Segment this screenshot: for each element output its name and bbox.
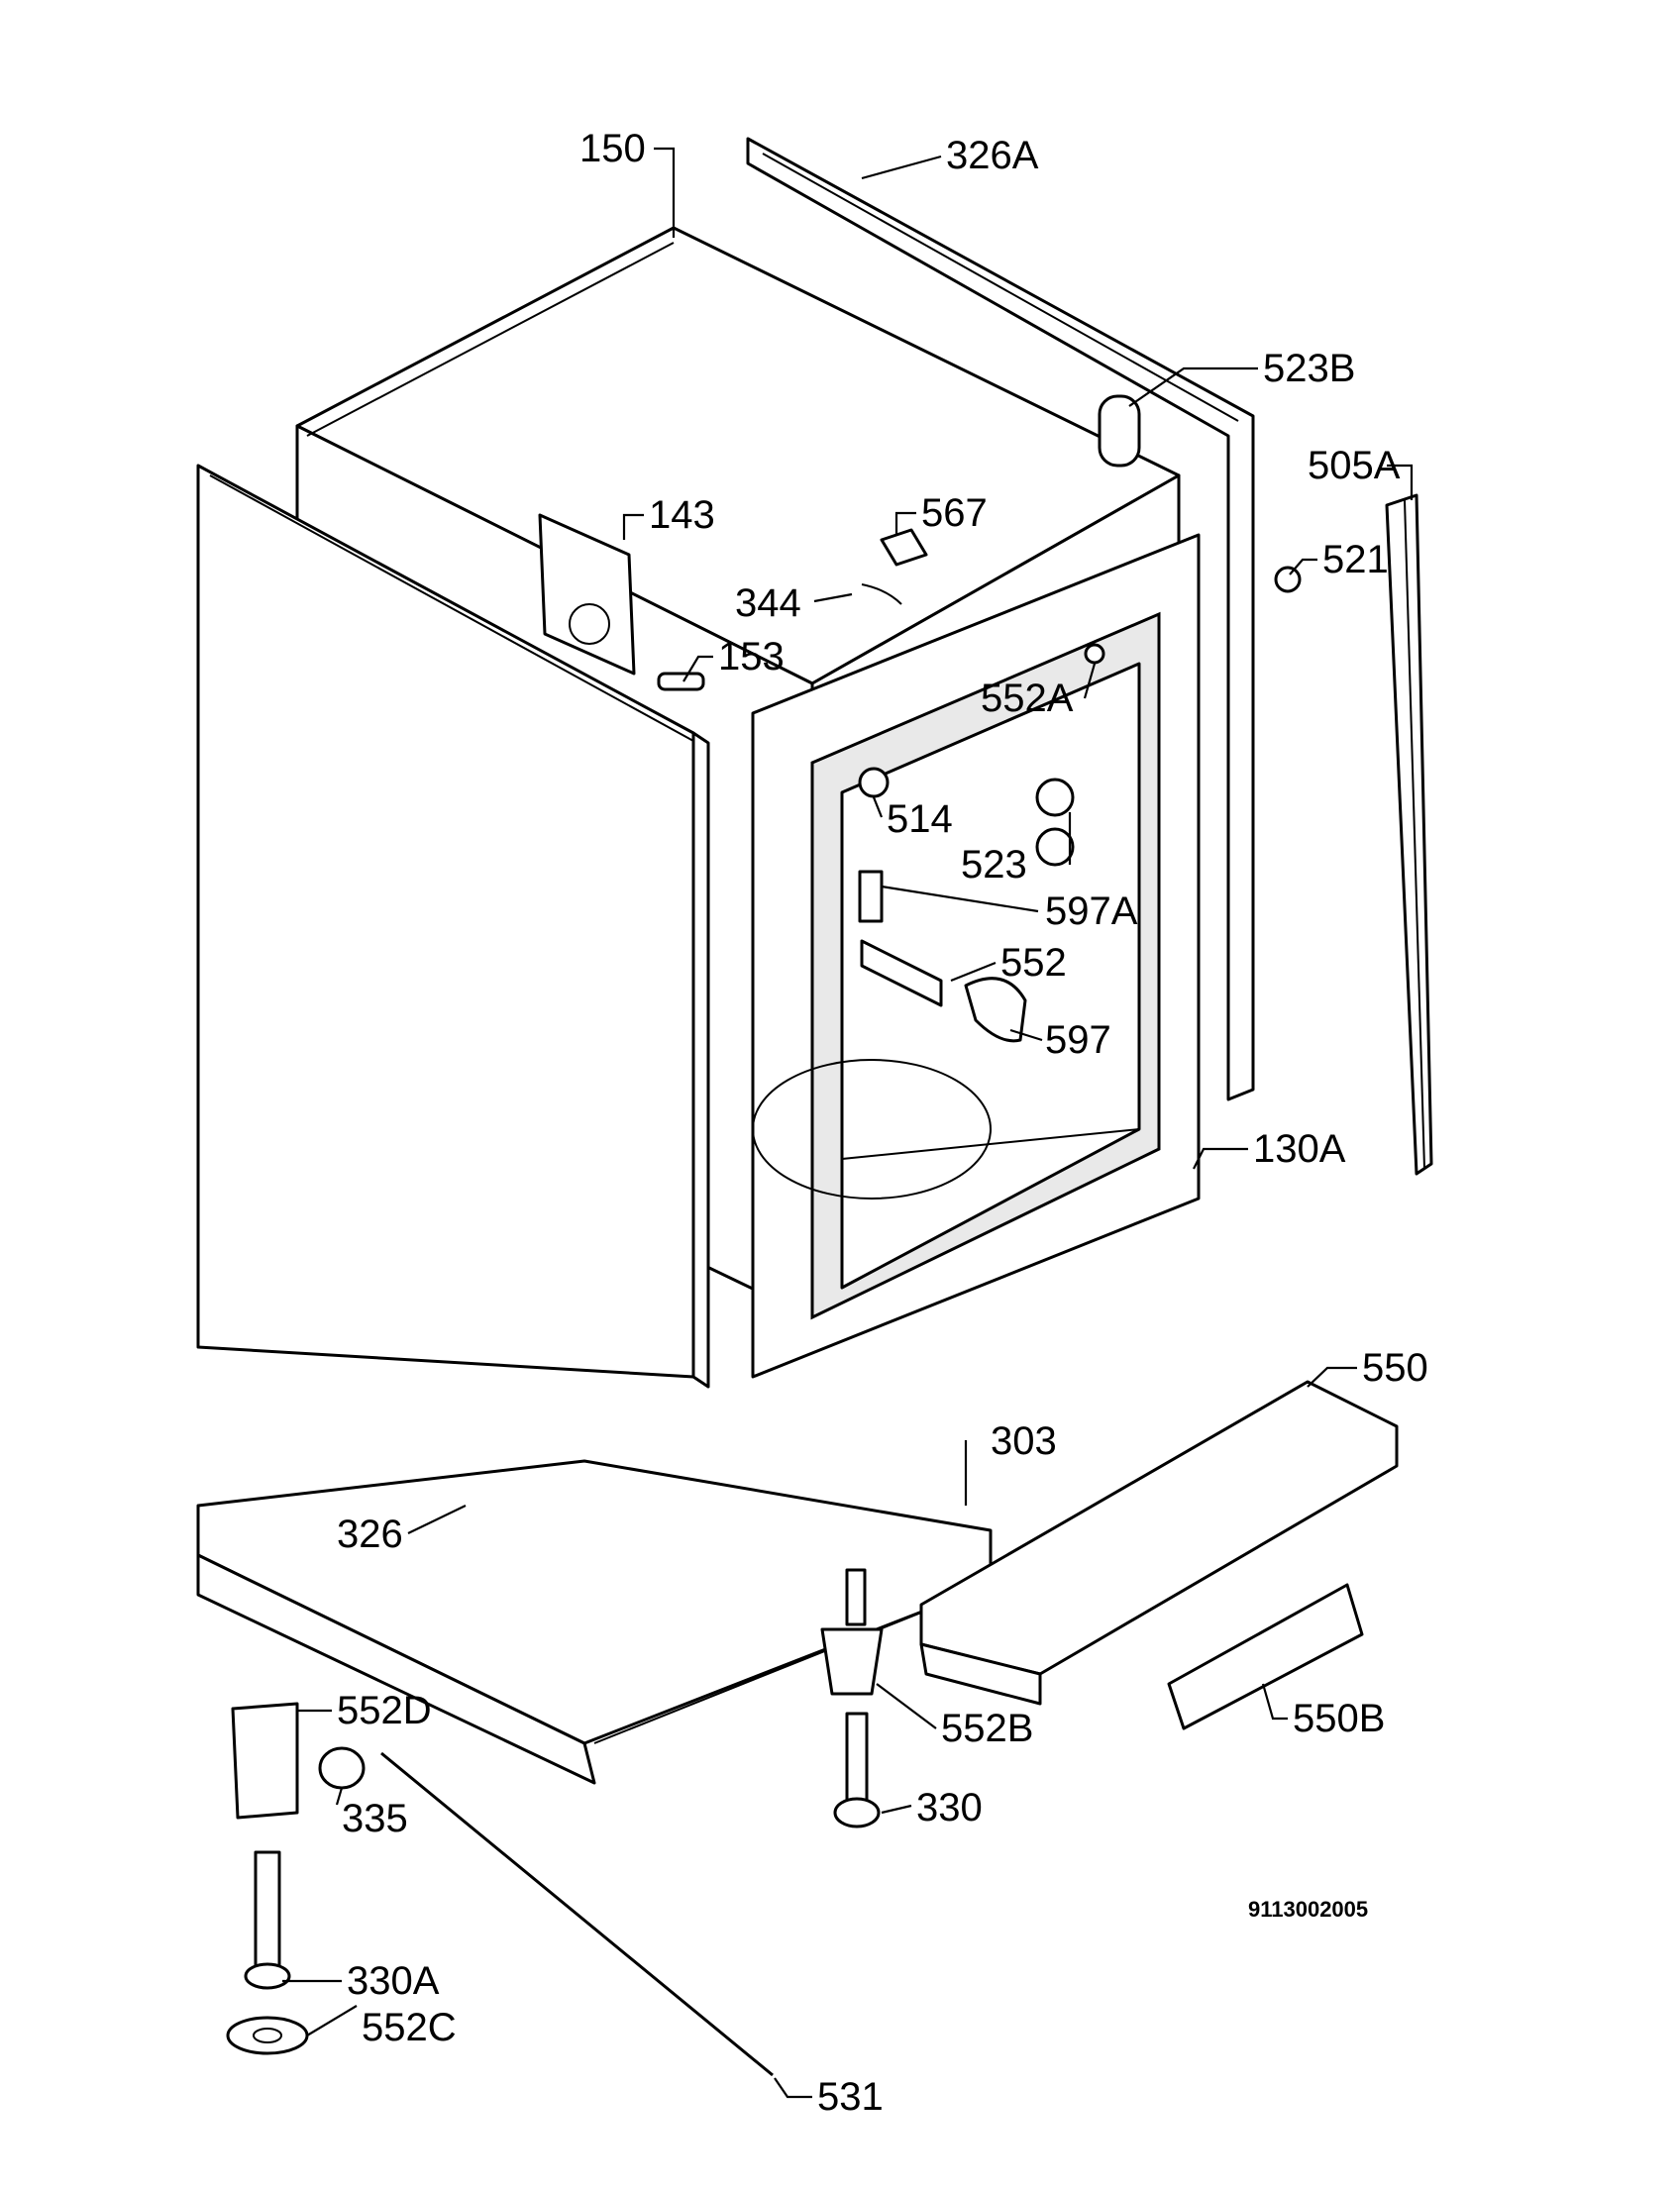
spring-344	[861, 583, 902, 605]
label-597: 597	[1045, 1018, 1111, 1062]
label-335: 335	[342, 1797, 408, 1840]
rod-531	[380, 1751, 774, 2077]
label-330a: 330A	[347, 1959, 440, 2003]
foot-552d	[231, 1702, 299, 1820]
bracket-597a	[858, 870, 884, 923]
label-567: 567	[921, 491, 988, 535]
label-597a: 597A	[1045, 889, 1138, 933]
plinth-550	[919, 1380, 1399, 1706]
clip-597	[964, 977, 1027, 1043]
label-326: 326	[337, 1513, 403, 1556]
label-552d: 552D	[337, 1689, 432, 1732]
label-143: 143	[649, 493, 715, 537]
clip-567	[880, 528, 928, 567]
side-panel-326	[196, 464, 710, 1389]
label-552b: 552B	[941, 1707, 1033, 1750]
drawing-code: 9113002005	[1248, 1897, 1368, 1922]
screw-330a	[244, 1850, 291, 1990]
label-330: 330	[916, 1786, 983, 1829]
label-150: 150	[579, 127, 646, 170]
rear-panel-326a	[746, 137, 1255, 1101]
label-514: 514	[887, 797, 953, 841]
screw-552a	[1084, 643, 1105, 665]
hinge-bracket-143	[538, 513, 636, 676]
label-521: 521	[1322, 538, 1389, 581]
label-130a: 130A	[1253, 1127, 1346, 1171]
label-550b: 550B	[1293, 1697, 1385, 1740]
base-frame-303	[196, 1459, 993, 1785]
label-552a: 552A	[981, 677, 1074, 720]
seal-strip-505a	[1385, 493, 1433, 1176]
screw-330	[833, 1712, 881, 1828]
rollers-523	[1035, 778, 1075, 867]
label-523b: 523B	[1263, 347, 1355, 390]
label-550: 550	[1362, 1346, 1428, 1390]
nut-514	[858, 767, 890, 798]
label-303: 303	[991, 1419, 1057, 1463]
label-523: 523	[961, 843, 1027, 887]
label-153: 153	[718, 635, 785, 679]
label-552: 552	[1000, 941, 1067, 985]
hinge-523b	[1098, 394, 1141, 468]
label-344: 344	[735, 581, 801, 625]
pin-153	[657, 672, 705, 691]
foot-552b	[820, 1568, 884, 1696]
part-labels: 150 326A 523B 505A 143 567 521 344 153 5…	[337, 127, 1428, 2119]
washer-552c	[226, 2016, 309, 2055]
label-531: 531	[817, 2075, 884, 2119]
leader-lines	[282, 147, 1414, 2099]
label-552c: 552C	[362, 2006, 457, 2049]
plinth-clip-550b	[1167, 1583, 1364, 1730]
nut-335	[318, 1746, 366, 1790]
screw-521	[1274, 566, 1302, 593]
label-326a: 326A	[946, 134, 1039, 177]
label-505a: 505A	[1308, 444, 1401, 487]
rail-552	[860, 939, 943, 1007]
